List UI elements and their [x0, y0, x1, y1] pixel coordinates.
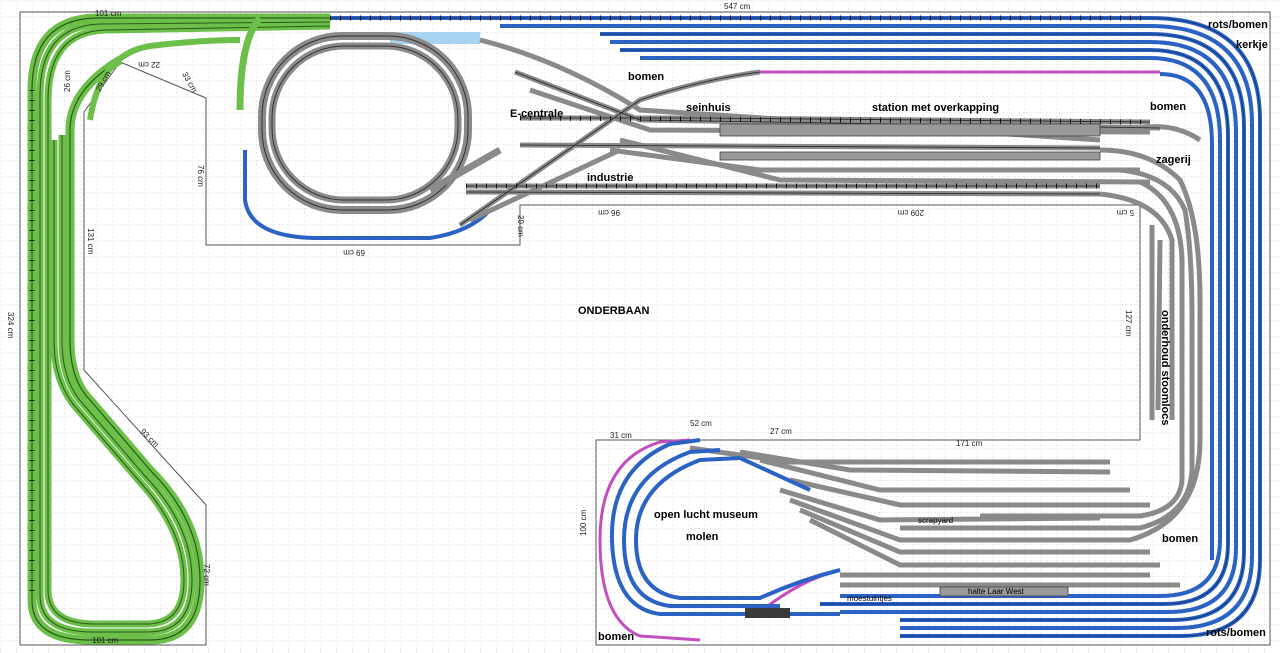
station-platform	[719, 123, 1101, 137]
dim-96: 96 cm	[598, 208, 620, 217]
track-sleepers	[29, 15, 1151, 600]
blue-track-lower-loop	[609, 438, 841, 616]
dim-324: 324 cm	[6, 312, 15, 339]
dim-209: 209 cm	[897, 208, 924, 217]
dim-101-top: 101 cm	[95, 9, 122, 18]
dim-27: 27 cm	[770, 427, 792, 436]
halte-platform	[939, 586, 1069, 597]
dim-171: 171 cm	[956, 439, 983, 448]
grey-lower-yard	[689, 445, 1180, 588]
dim-72: 72 cm	[202, 564, 211, 586]
dim-69: 69 cm	[343, 248, 365, 257]
dim-26: 26 cm	[63, 70, 72, 92]
label-molen: molen	[686, 531, 719, 543]
blue-bridge	[745, 608, 790, 618]
label-bomen-top: bomen	[628, 71, 664, 83]
label-bomen-right: bomen	[1150, 101, 1186, 113]
dim-5: 5 cm	[1116, 208, 1134, 217]
dim-22: 22 cm	[138, 60, 160, 69]
dim-131: 131 cm	[86, 228, 95, 255]
label-onderbaan: ONDERBAAN	[578, 305, 650, 317]
baseboard-outline	[19, 11, 1271, 646]
label-scrapyard: scrapyard	[918, 516, 953, 525]
label-onderhoud: onderhoud stoomlocs	[1159, 310, 1171, 426]
label-zagerij: zagerij	[1156, 154, 1191, 166]
dim-547: 547 cm	[724, 2, 751, 11]
scene-labels: rots/bomen kerkje bomen bomen E-centrale…	[510, 19, 1268, 643]
station-platform-2	[719, 151, 1101, 161]
label-moestuintjes: moestuintjes	[847, 594, 892, 603]
label-bomen-bottom-left: bomen	[598, 631, 634, 643]
label-halte: halte Laar West	[968, 587, 1025, 596]
label-open-lucht: open lucht museum	[654, 509, 758, 521]
label-seinhuis: seinhuis	[686, 102, 731, 114]
label-industrie: industrie	[587, 172, 633, 184]
label-rots-bomen-bottom: rots/bomen	[1206, 627, 1266, 639]
green-track-loop	[27, 13, 331, 645]
label-kerkje: kerkje	[1236, 39, 1268, 51]
label-rots-bomen-top: rots/bomen	[1208, 19, 1268, 31]
grey-oval-track	[258, 32, 502, 214]
dim-31: 31 cm	[610, 431, 632, 440]
blue-track-rails	[330, 17, 1261, 637]
dim-20: 20 cm	[516, 215, 525, 237]
label-station: station met overkapping	[872, 102, 999, 114]
label-e-centrale: E-centrale	[510, 108, 563, 120]
dim-76: 76 cm	[196, 165, 205, 187]
label-bomen-lower-right: bomen	[1162, 533, 1198, 545]
dim-101-bottom: 101 cm	[92, 636, 119, 645]
dim-127: 127 cm	[1124, 310, 1133, 337]
dim-100: 100 cm	[579, 509, 588, 536]
dim-52: 52 cm	[690, 419, 712, 428]
